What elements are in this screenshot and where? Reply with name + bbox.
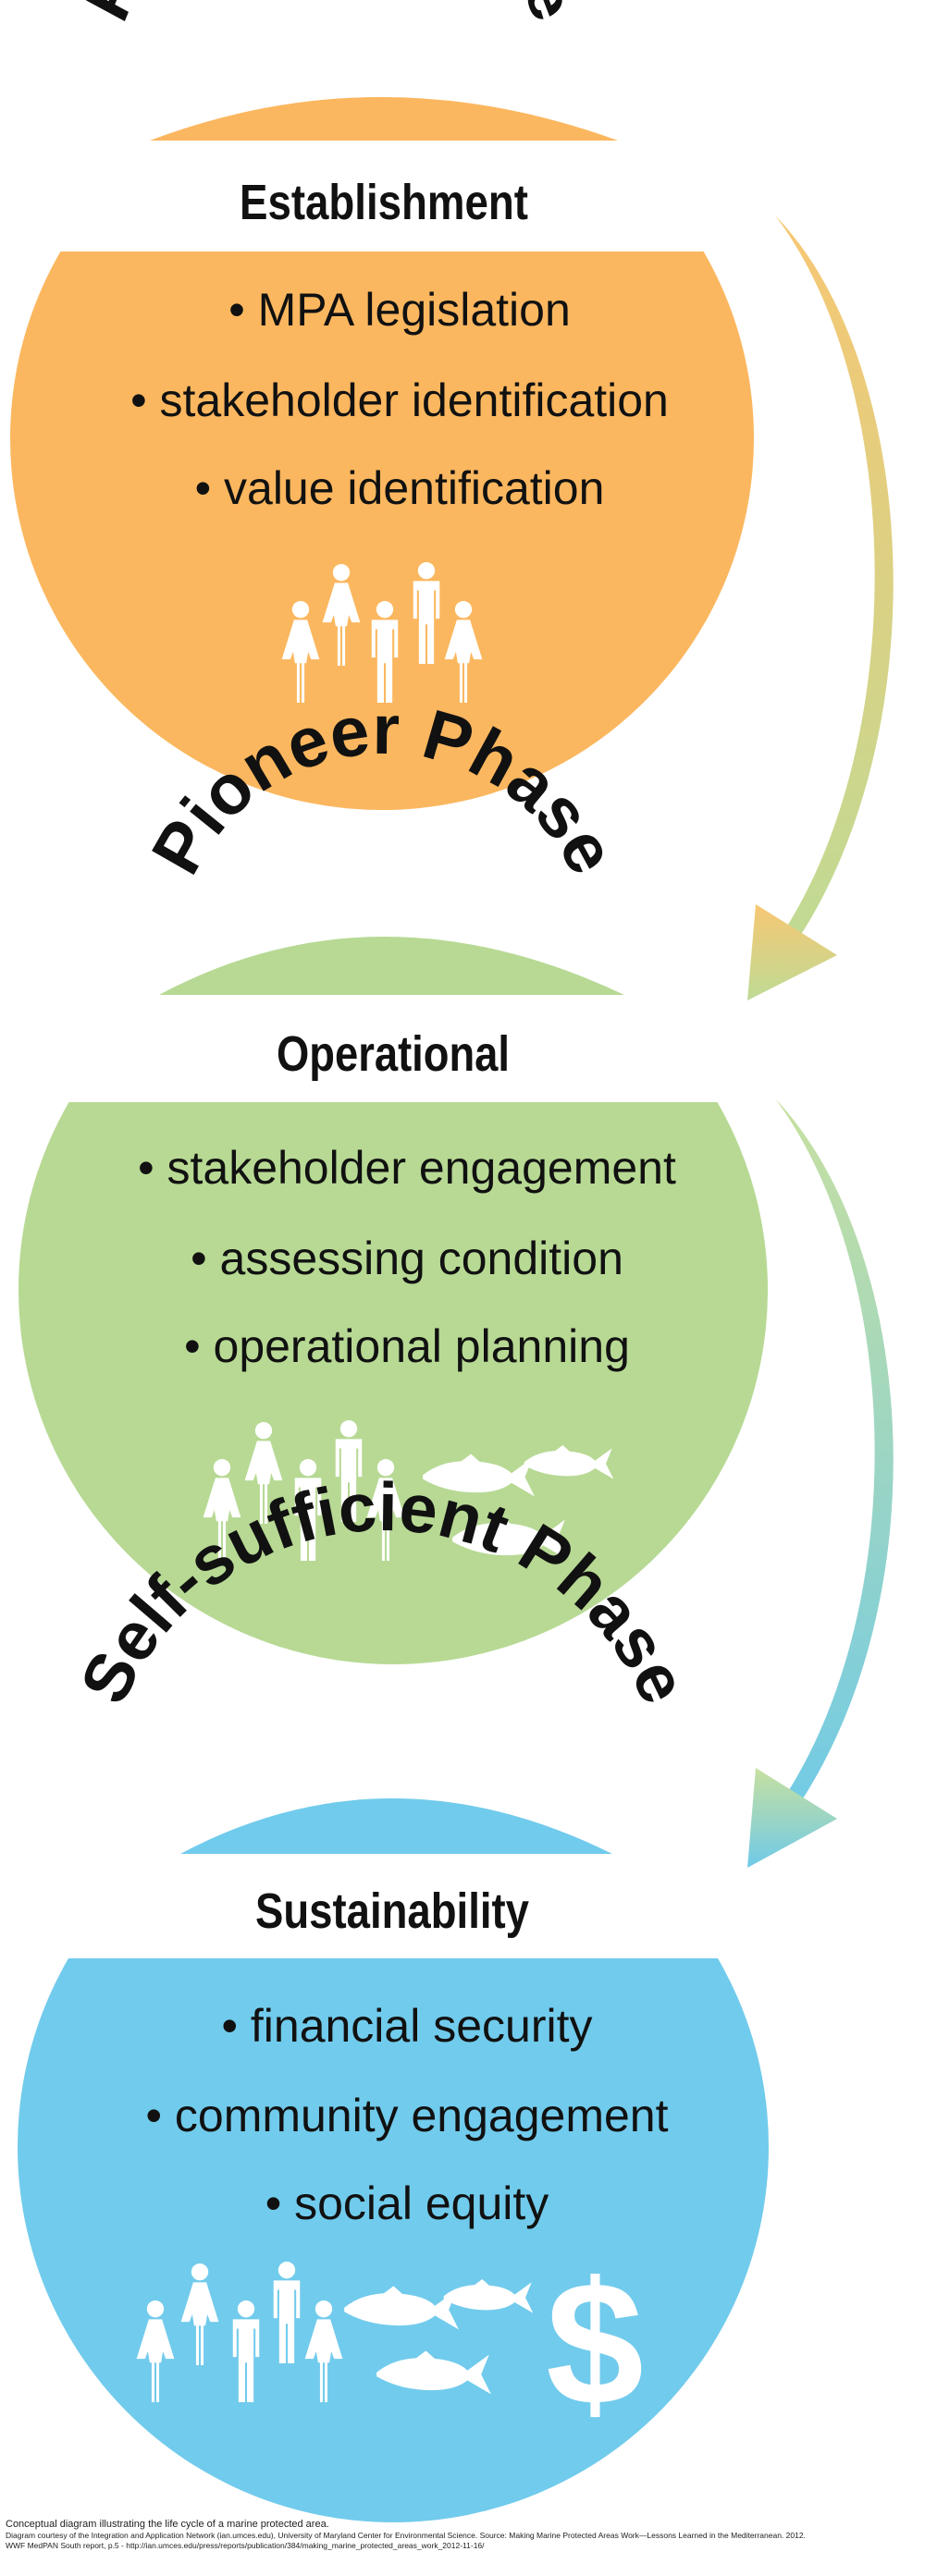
flow-arrow-2-head — [747, 1768, 837, 1868]
caption-line: Diagram courtesy of the Integration and … — [6, 2531, 806, 2540]
phase-circle — [18, 1958, 769, 2522]
flow-arrow-2-shaft — [770, 1098, 894, 1833]
phase-title-cap — [159, 937, 624, 995]
caption-line: WWF MedPAN South report, p.5 - http://ia… — [6, 2541, 485, 2550]
bullet-item: • operational planning — [184, 1320, 630, 1372]
phase-title: Preliminary Phase — [73, 0, 588, 32]
phase-subtitle: Establishment — [240, 175, 528, 230]
phase-title-cap — [180, 1798, 612, 1854]
phase-subtitle: Sustainability — [255, 1883, 529, 1939]
bullet-item: • value identification — [195, 462, 605, 514]
phase-circle — [18, 1102, 768, 1664]
caption-line: Conceptual diagram illustrating the life… — [6, 2519, 329, 2530]
flow-arrow-1 — [747, 215, 894, 1000]
phase-preliminary: Preliminary Phase Establishment • MPA le… — [10, 0, 754, 810]
phase-subtitle: Operational — [277, 1026, 510, 1082]
flow-arrow-2 — [747, 1098, 894, 1868]
dollar-icon: $ — [546, 2246, 644, 2442]
bullet-item: • social equity — [265, 2177, 549, 2229]
figure-caption: Conceptual diagram illustrating the life… — [6, 2518, 917, 2551]
bullet-item: • stakeholder engagement — [138, 1142, 676, 1194]
bullet-item: • community engagement — [145, 2090, 668, 2141]
flow-arrow-1-head — [747, 904, 837, 1000]
phase-circle — [10, 251, 754, 810]
bullet-item: • financial security — [221, 2000, 592, 2052]
bullet-item: • stakeholder identification — [130, 374, 669, 426]
phase-title-cap — [150, 97, 618, 141]
bullet-item: • MPA legislation — [228, 284, 571, 336]
bullet-item: • assessing condition — [191, 1233, 623, 1284]
flow-arrow-1-shaft — [770, 215, 894, 966]
